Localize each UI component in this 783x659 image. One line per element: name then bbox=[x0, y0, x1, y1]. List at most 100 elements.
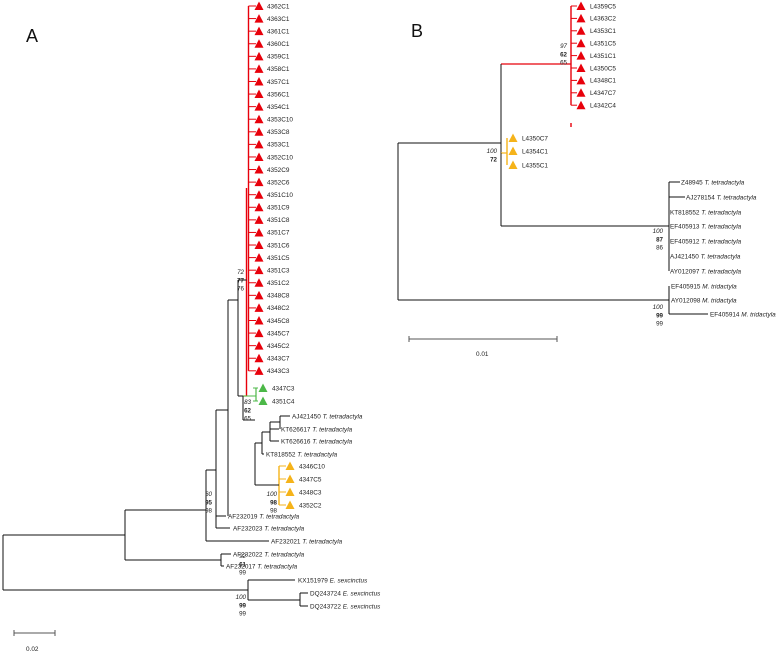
leaf-label: L4359C5 bbox=[590, 3, 616, 10]
leaf-triangle-marker bbox=[508, 133, 518, 142]
leaf-triangle-marker bbox=[285, 487, 295, 496]
leaf-label: 4345C8 bbox=[267, 318, 290, 325]
leaf-label: KT818552 T. tetradactyla bbox=[266, 451, 338, 458]
leaf-accession: AF232017 bbox=[226, 564, 257, 571]
tree-panel-a: 4362C14363C14361C14360C14359C14358C14357… bbox=[2, 1, 381, 653]
leaf-triangle-marker bbox=[254, 253, 264, 262]
leaf-triangle-marker bbox=[576, 26, 586, 35]
scale-bar-label: 0.02 bbox=[26, 646, 39, 653]
leaf-species: T. tetradactyla bbox=[701, 238, 741, 245]
leaf-triangle-marker bbox=[508, 160, 518, 169]
bootstrap-support: 100 bbox=[267, 491, 278, 498]
leaf-label: 4351C7 bbox=[267, 230, 290, 237]
leaf-triangle-marker bbox=[576, 75, 586, 85]
bootstrap-support: 92 bbox=[239, 553, 246, 560]
leaf-label: 4358C1 bbox=[267, 66, 290, 73]
leaf-triangle-marker bbox=[254, 64, 264, 73]
leaf-triangle-marker bbox=[258, 383, 268, 392]
leaf-accession: AF232023 bbox=[233, 526, 264, 533]
leaf-label: 4343C7 bbox=[267, 356, 290, 363]
leaf-label: 4351C2 bbox=[267, 280, 290, 287]
leaf-triangle-marker bbox=[254, 177, 264, 187]
bootstrap-support: 65 bbox=[560, 60, 567, 67]
leaf-accession: AY012097 bbox=[670, 268, 701, 275]
leaf-triangle-marker bbox=[254, 89, 264, 99]
leaf-triangle-marker bbox=[285, 500, 295, 509]
leaf-accession: AF232021 bbox=[271, 539, 302, 546]
bootstrap-support: 62 bbox=[244, 407, 251, 414]
leaf-label: AF232023 T. tetradactyla bbox=[233, 526, 305, 533]
leaf-label: AY012097 T. tetradactyla bbox=[670, 268, 742, 275]
leaf-label: AF232021 T. tetradactyla bbox=[271, 539, 343, 546]
leaf-species: T. tetradactyla bbox=[264, 526, 304, 533]
leaf-triangle-marker bbox=[254, 215, 264, 224]
leaf-accession: EF405914 bbox=[710, 312, 741, 319]
leaf-species: T. tetradactyla bbox=[701, 209, 741, 216]
bootstrap-support: 86 bbox=[656, 245, 663, 252]
leaf-label: 4351C4 bbox=[272, 398, 295, 405]
leaf-species: T. tetradactyla bbox=[701, 223, 741, 230]
leaf-label: 4353C8 bbox=[267, 129, 290, 136]
leaf-accession: KT626616 bbox=[281, 438, 312, 445]
leaf-accession: Z48945 bbox=[681, 179, 704, 186]
leaf-label: 4352C10 bbox=[267, 154, 293, 161]
bootstrap-support: 99 bbox=[239, 602, 246, 609]
leaf-label: 4345C2 bbox=[267, 343, 290, 350]
leaf-triangle-marker bbox=[254, 316, 264, 325]
leaf-label: EF405913 T. tetradactyla bbox=[670, 223, 742, 230]
bootstrap-support: 100 bbox=[653, 228, 664, 235]
leaf-label: 4362C1 bbox=[267, 3, 290, 10]
leaf-label: AF232019 T. tetradactyla bbox=[228, 514, 300, 521]
leaf-label: 4351C6 bbox=[267, 242, 290, 249]
leaf-label: AJ421450 T. tetradactyla bbox=[292, 413, 363, 420]
leaf-label: 4351C3 bbox=[267, 267, 290, 274]
bootstrap-support: 87 bbox=[656, 236, 663, 243]
leaf-species: T. tetradactyla bbox=[259, 514, 299, 521]
bootstrap-support: 99 bbox=[656, 312, 663, 319]
bootstrap-support: 95 bbox=[205, 499, 212, 506]
leaf-triangle-marker bbox=[285, 474, 295, 483]
bootstrap-support: 83 bbox=[244, 399, 251, 406]
leaf-label: 4343C3 bbox=[267, 368, 290, 375]
bootstrap-support: 98 bbox=[205, 508, 212, 515]
leaf-accession: DQ243722 bbox=[310, 604, 343, 611]
leaf-label: L4350C5 bbox=[590, 65, 616, 72]
leaf-label: 4360C1 bbox=[267, 41, 290, 48]
leaf-label: DQ243722 E. sexcinctus bbox=[310, 604, 381, 611]
bootstrap-support: 99 bbox=[239, 611, 246, 618]
leaf-triangle-marker bbox=[254, 227, 264, 237]
leaf-species: T. tetradactyla bbox=[257, 564, 297, 571]
leaf-label: AF232017 T. tetradactyla bbox=[226, 564, 298, 571]
leaf-species: E. sexcinctus bbox=[343, 604, 381, 611]
leaf-label: L4363C2 bbox=[590, 16, 616, 23]
leaf-species: T. tetradactyla bbox=[323, 413, 363, 420]
leaf-triangle-marker bbox=[254, 202, 264, 212]
leaf-triangle-marker bbox=[576, 51, 586, 60]
leaf-label: EF405914 M. tridactyla bbox=[710, 312, 776, 319]
leaf-label: 4348C3 bbox=[299, 489, 322, 496]
leaf-accession: AY012098 bbox=[671, 298, 702, 305]
leaf-accession: DQ243724 bbox=[310, 591, 343, 598]
leaf-label: 4359C1 bbox=[267, 54, 290, 61]
leaf-label: 4353C10 bbox=[267, 117, 293, 124]
bootstrap-support: 98 bbox=[270, 499, 277, 506]
bootstrap-support: 97 bbox=[560, 43, 567, 50]
leaf-triangle-marker bbox=[254, 265, 264, 275]
leaf-species: T. tetradactyla bbox=[312, 426, 352, 433]
leaf-label: KT818552 T. tetradactyla bbox=[670, 209, 742, 216]
leaf-label: L4347C7 bbox=[590, 90, 616, 97]
bootstrap-support: 76 bbox=[237, 286, 244, 293]
leaf-triangle-marker bbox=[254, 1, 264, 10]
leaf-label: KT626616 T. tetradactyla bbox=[281, 438, 353, 445]
leaf-triangle-marker bbox=[254, 190, 264, 199]
leaf-triangle-marker bbox=[254, 39, 264, 48]
leaf-triangle-marker bbox=[254, 139, 264, 149]
leaf-species: M. tridactyla bbox=[702, 284, 737, 291]
leaf-species: T. tetradactyla bbox=[302, 539, 342, 546]
leaf-label: L4350C7 bbox=[522, 135, 548, 142]
leaf-label: 4345C7 bbox=[267, 330, 290, 337]
leaf-label: 4351C9 bbox=[267, 205, 290, 212]
leaf-triangle-marker bbox=[254, 14, 264, 23]
spacer-line bbox=[243, 420, 255, 443]
leaf-label: 4347C5 bbox=[299, 476, 322, 483]
